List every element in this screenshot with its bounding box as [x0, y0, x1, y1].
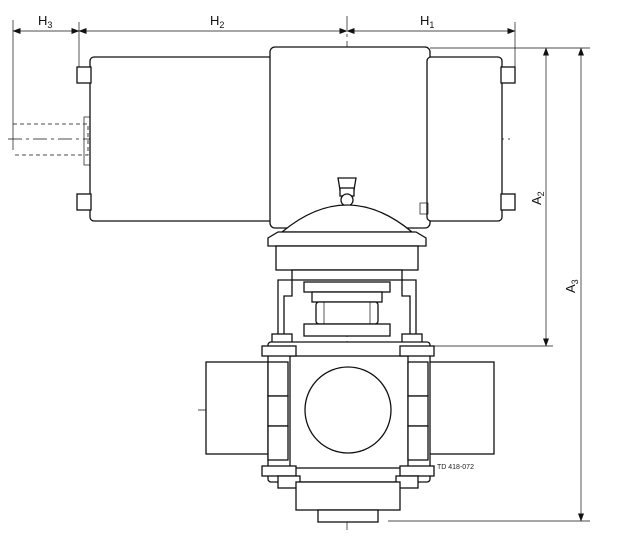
h2-label: H2 [210, 13, 224, 30]
h1-label: H1 [420, 13, 434, 30]
a2-label: A2 [529, 191, 546, 205]
position-indicator [337, 177, 357, 207]
yoke-coupling [271, 279, 423, 351]
valve-body [205, 341, 495, 489]
lug-screw [76, 193, 92, 211]
lug-screw [500, 66, 516, 84]
valve-port-circle [304, 366, 392, 454]
bottom-cover [295, 481, 401, 523]
inlet-port [205, 361, 271, 455]
a3-label: A3 [563, 279, 580, 293]
lug-screw [76, 66, 92, 84]
h3-label: H3 [38, 13, 52, 30]
actuator-dome [267, 204, 427, 281]
dimension-h-group: H3 H2 H1 [12, 13, 516, 150]
outlet-port [427, 361, 495, 455]
manual-override-hidden [13, 116, 93, 166]
actuator-body [76, 46, 516, 229]
drawing-reference: TD 418-072 [437, 464, 474, 471]
dimension-a-group: A2 A3 [388, 47, 590, 522]
lug-screw [500, 193, 516, 211]
